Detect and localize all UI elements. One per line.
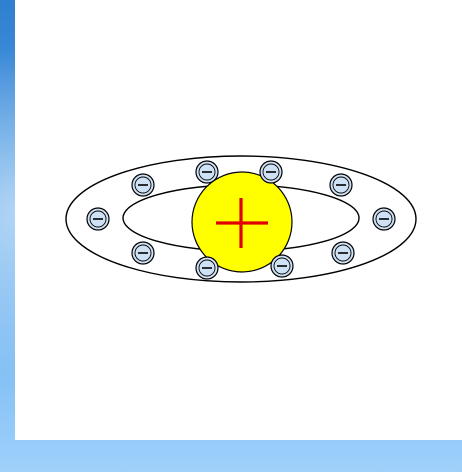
electron-7 bbox=[132, 242, 154, 264]
electron-9 bbox=[271, 255, 293, 277]
electron-10 bbox=[332, 242, 354, 264]
electron-4 bbox=[330, 174, 352, 196]
electron-2 bbox=[196, 161, 218, 183]
electron-8 bbox=[196, 257, 218, 279]
electron-5 bbox=[87, 208, 109, 230]
electron-3 bbox=[260, 161, 282, 183]
electron-6 bbox=[373, 208, 395, 230]
electron-1 bbox=[132, 174, 154, 196]
